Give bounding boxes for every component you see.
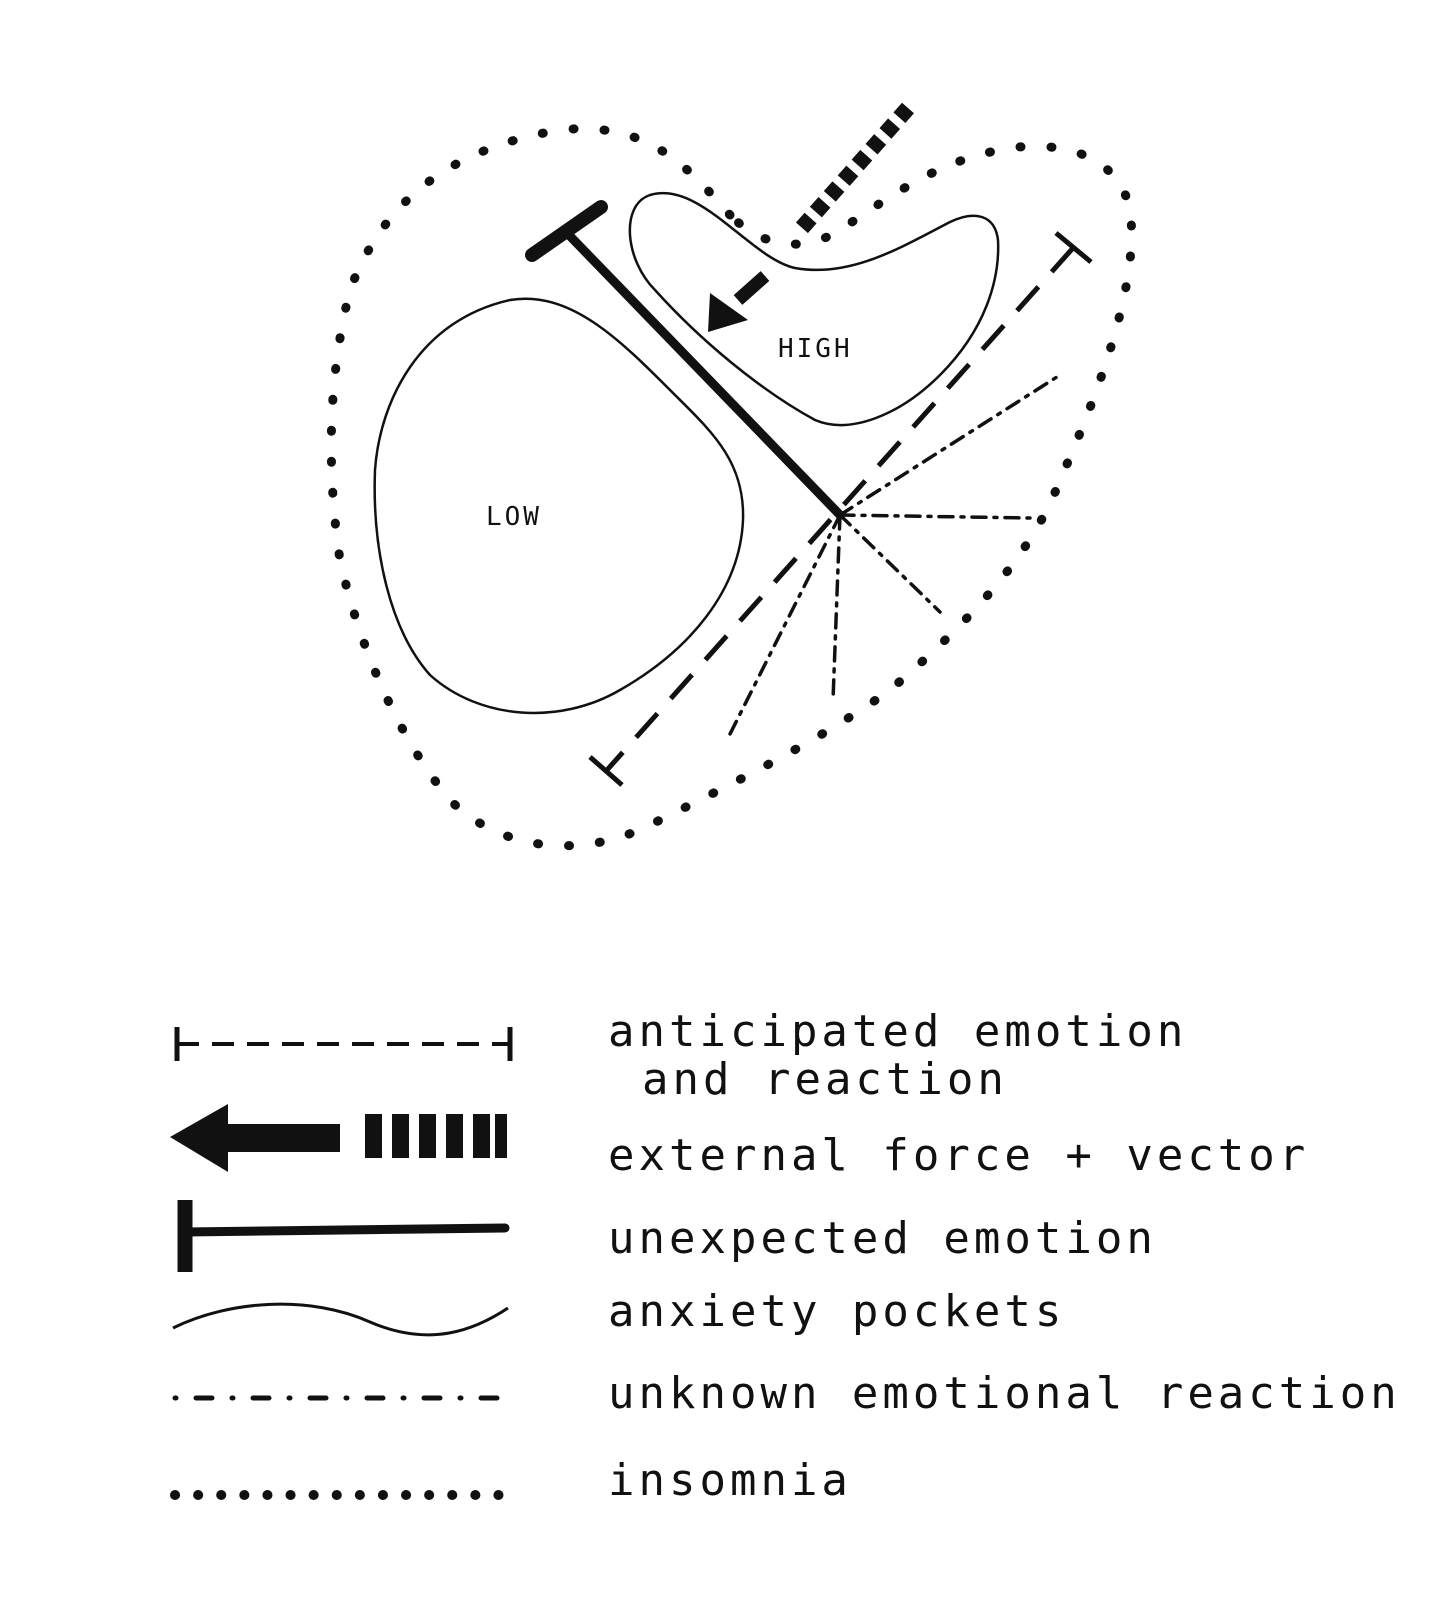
external-force-arrow	[708, 102, 914, 332]
insomnia-boundary	[326, 124, 1137, 851]
low-region-label: LOW	[486, 502, 542, 532]
legend-label-anxiety: anxiety pockets	[608, 1286, 1065, 1337]
anticipated-emotion-tick-top	[1054, 231, 1093, 264]
unknown-reaction-ray	[838, 513, 1032, 520]
legend-label-unknown: unknown emotional reaction	[608, 1368, 1401, 1419]
legend-label-unexpected: unexpected emotion	[608, 1213, 1157, 1264]
anticipated-emotion-tick-bottom	[588, 755, 624, 787]
unknown-reaction-ray	[838, 513, 942, 614]
unexpected-emotion-bar	[562, 228, 845, 520]
unknown-reaction-ray	[726, 513, 842, 740]
legend-symbol-anxiety	[172, 1302, 509, 1337]
unexpected-emotion-cap	[525, 200, 608, 262]
legend-label-external-force: external force + vector	[608, 1130, 1309, 1181]
external-force-arrowhead	[708, 293, 748, 332]
anticipated-emotion-line	[605, 246, 1075, 772]
unknown-reaction-ray	[831, 513, 842, 702]
external-force-shaft	[733, 271, 770, 305]
legend-label-anticipated: anticipated emotion and reaction	[608, 1006, 1218, 1105]
unknown-reaction-rays	[726, 373, 1062, 740]
high-region-label: HIGH	[778, 334, 853, 364]
legend-symbol-anticipated	[174, 1027, 513, 1061]
legend-symbol-external-force	[170, 1104, 507, 1172]
unknown-reaction-ray	[838, 373, 1062, 517]
legend-symbol-unexpected	[177, 1200, 510, 1272]
external-force-vector	[794, 102, 914, 236]
legend-label-insomnia: insomnia	[608, 1455, 852, 1506]
high-anxiety-pocket	[628, 191, 1000, 427]
low-anxiety-pocket	[373, 297, 745, 715]
